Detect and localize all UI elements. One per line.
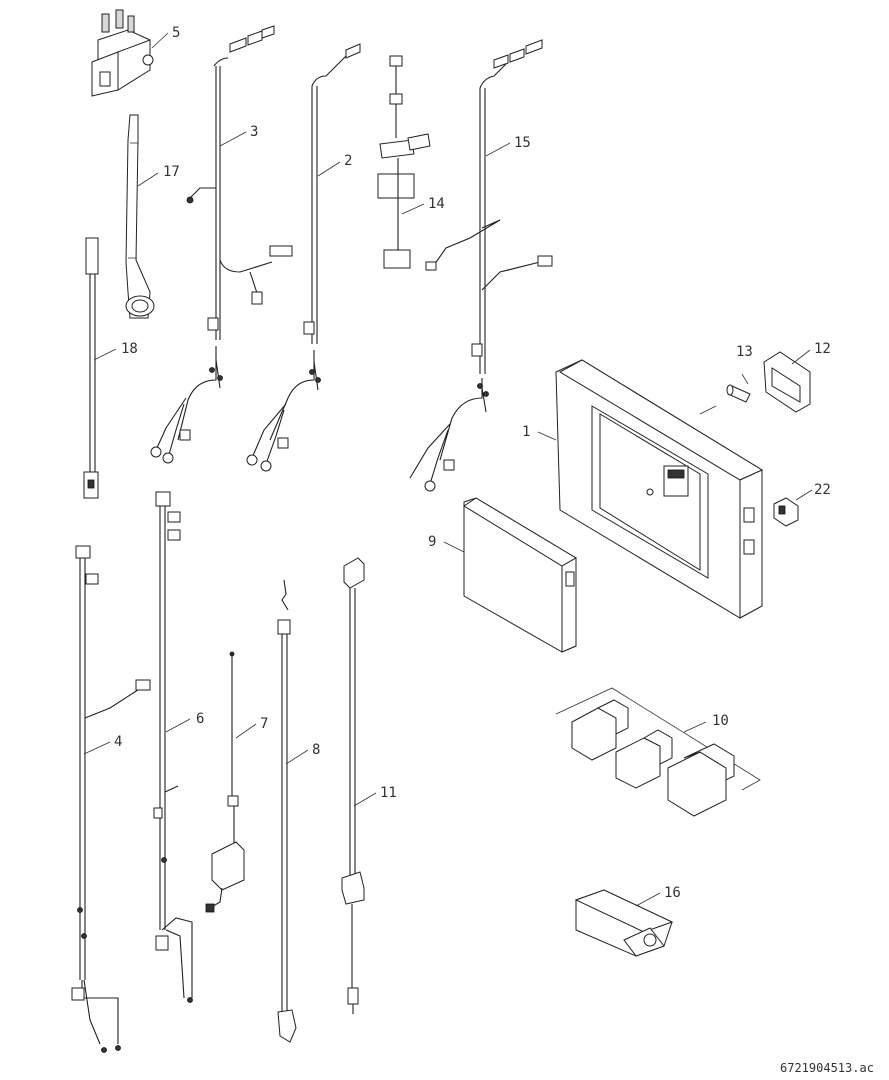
part-11-cable <box>341 557 365 1014</box>
callout-1: 1 <box>522 424 530 440</box>
callout-17: 17 <box>163 164 180 180</box>
callout-5: 5 <box>172 25 180 41</box>
callout-2: 2 <box>344 153 352 169</box>
part-13-fuse <box>726 384 751 403</box>
part-6-harness <box>153 491 193 1003</box>
part-15-harness <box>409 39 553 492</box>
part-17-tube <box>125 114 155 319</box>
part-9-display <box>463 497 577 653</box>
callout-9: 9 <box>428 534 436 550</box>
callout-8: 8 <box>312 742 320 758</box>
callout-11: 11 <box>380 785 397 801</box>
callout-15: 15 <box>514 135 531 151</box>
part-7-cable <box>205 651 245 913</box>
callout-3: 3 <box>250 124 258 140</box>
figure-id: 6721904513.ac <box>780 1061 874 1075</box>
part-3-harness <box>150 25 293 464</box>
part-5-switch <box>91 9 154 97</box>
part-16-cover <box>574 889 674 957</box>
callout-6: 6 <box>196 711 204 727</box>
part-1-housing <box>555 359 764 619</box>
part-2-harness <box>246 43 361 472</box>
part-10-terminals <box>555 687 761 817</box>
callout-12: 12 <box>814 341 831 357</box>
callout-4: 4 <box>114 734 122 750</box>
part-8-power-cable <box>277 579 297 1043</box>
part-22-connector <box>773 497 799 527</box>
callout-10: 10 <box>712 713 729 729</box>
callout-13: 13 <box>736 344 753 360</box>
callout-16: 16 <box>664 885 681 901</box>
callout-18: 18 <box>121 341 138 357</box>
part-14-sensor <box>377 55 431 269</box>
part-12-cap <box>763 351 811 413</box>
part-4-harness <box>71 545 151 1053</box>
callout-22: 22 <box>814 482 831 498</box>
callout-14: 14 <box>428 196 445 212</box>
part-18-probe <box>83 237 99 499</box>
callout-7: 7 <box>260 716 268 732</box>
